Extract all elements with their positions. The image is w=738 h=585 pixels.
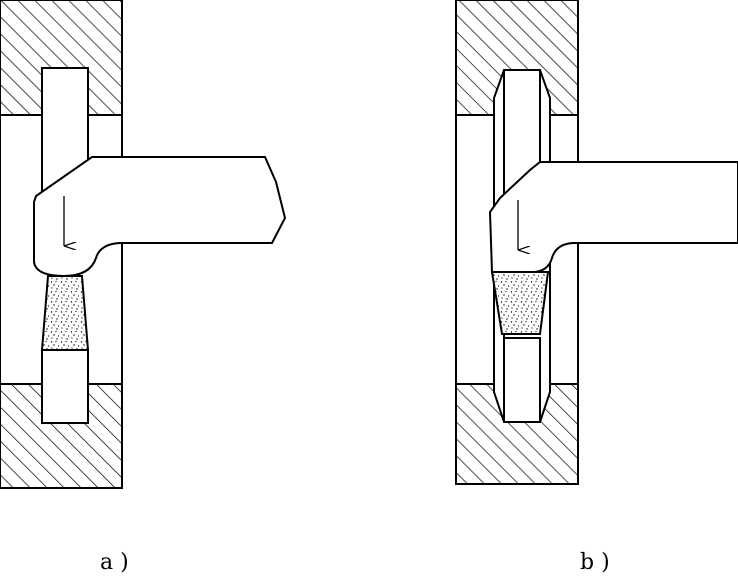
panel-a (0, 0, 287, 489)
lower-punch-a (41, 349, 89, 424)
caption-a: a ) (100, 550, 129, 575)
die-block-bottom-b (455, 383, 579, 485)
powder-fill-b (490, 271, 550, 335)
powder-fill-a (40, 275, 90, 351)
caption-b: b ) (580, 550, 610, 575)
panel-b (455, 0, 738, 485)
lower-punch-b (503, 337, 541, 423)
feed-shoe-a (33, 156, 287, 278)
feed-shoe-b (488, 161, 738, 273)
